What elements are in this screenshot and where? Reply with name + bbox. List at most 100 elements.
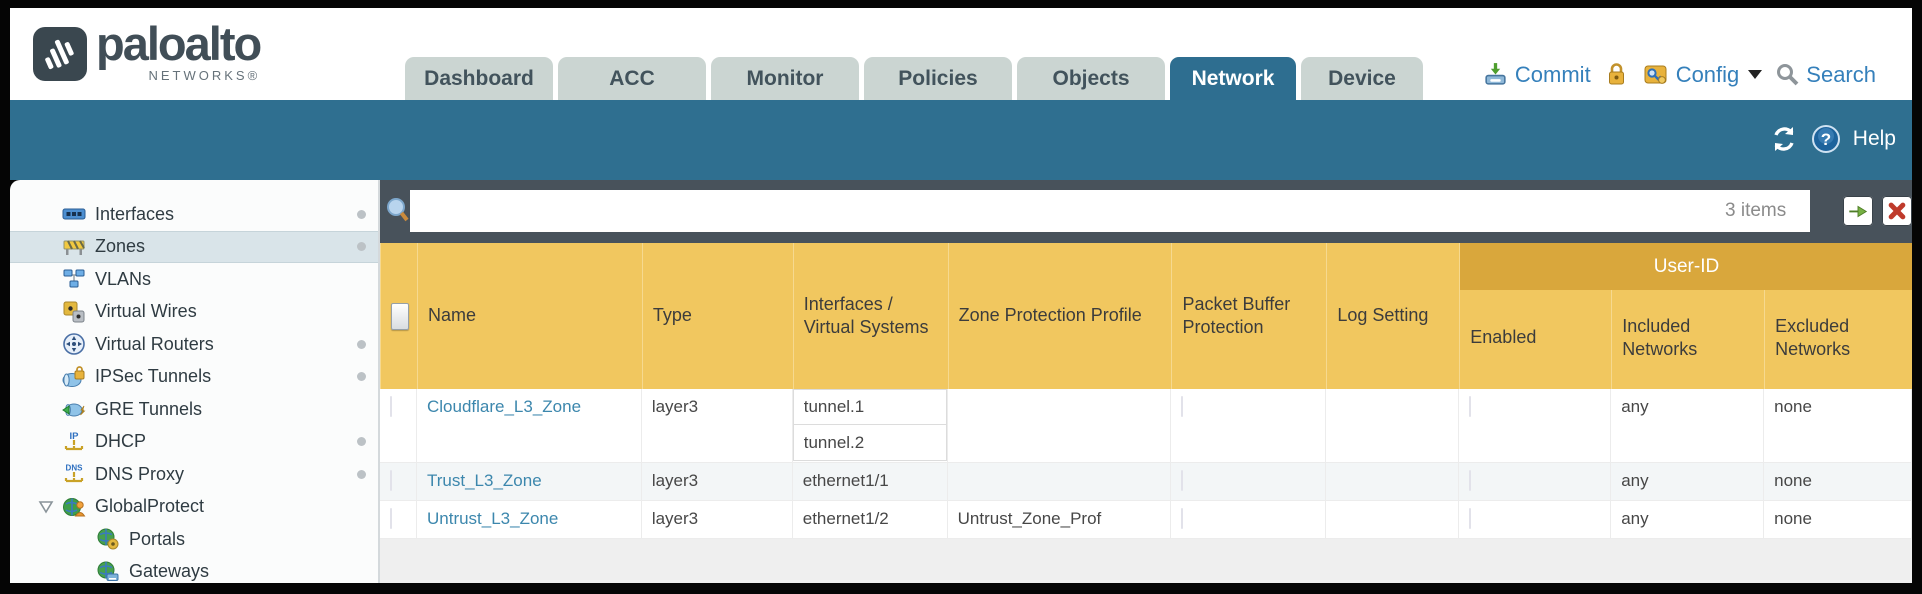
sub-header-band: ? Help xyxy=(10,100,1912,180)
tab-dashboard[interactable]: Dashboard xyxy=(405,57,553,100)
refresh-icon[interactable] xyxy=(1769,124,1799,154)
clear-filter-button[interactable] xyxy=(1882,196,1912,226)
svg-text:?: ? xyxy=(1821,130,1831,149)
enabled-checkbox[interactable] xyxy=(1469,508,1472,529)
commit-button[interactable]: Commit xyxy=(1482,61,1591,88)
paloalto-logo: paloalto NETWORKS® xyxy=(32,17,262,82)
enabled-checkbox[interactable] xyxy=(1469,470,1472,491)
tab-policies[interactable]: Policies xyxy=(864,57,1012,100)
column-header-name[interactable]: Name xyxy=(417,243,642,389)
config-icon xyxy=(1644,65,1667,84)
sidebar-item-gateways[interactable]: Gateways xyxy=(10,556,378,584)
sidebar-item-virtual-wires[interactable]: Virtual Wires xyxy=(10,296,378,329)
config-menu[interactable]: Config xyxy=(1642,61,1763,88)
table-row: Cloudflare_L3_Zone layer3 tunnel.1 tunne… xyxy=(380,389,1913,463)
column-header-enabled[interactable]: Enabled xyxy=(1459,243,1611,389)
zone-filter-input[interactable] xyxy=(410,190,1810,232)
excluded-networks: none xyxy=(1764,501,1913,538)
vlans-icon xyxy=(63,269,85,288)
red-x-icon xyxy=(1888,202,1906,220)
column-header-packet-buffer-protection[interactable]: Packet Buffer Protection xyxy=(1171,243,1326,389)
sidebar-item-ipsec-tunnels[interactable]: IPSec Tunnels xyxy=(10,361,378,394)
sidebar-item-vlans[interactable]: VLANs xyxy=(10,263,378,296)
sidebar-item-zones[interactable]: Zones xyxy=(10,230,378,263)
sidebar-item-dhcp[interactable]: IP DHCP xyxy=(10,426,378,459)
status-dot xyxy=(357,469,366,479)
dhcp-icon: IP xyxy=(64,431,84,450)
zone-interfaces[interactable]: ethernet1/2 xyxy=(793,501,948,538)
column-header-included-networks[interactable]: Included Networks xyxy=(1611,243,1764,389)
tab-acc[interactable]: ACC xyxy=(558,57,706,100)
sidebar-item-gre-tunnels[interactable]: GRE Tunnels xyxy=(10,393,378,426)
packet-buffer-checkbox[interactable] xyxy=(1181,470,1184,491)
column-header-type[interactable]: Type xyxy=(641,243,793,389)
sidebar-item-label: IPSec Tunnels xyxy=(95,366,212,387)
sidebar-item-interfaces[interactable]: Interfaces xyxy=(10,198,378,231)
column-header-excluded-networks[interactable]: Excluded Networks xyxy=(1764,243,1912,389)
commit-icon xyxy=(1485,63,1506,85)
sidebar-item-label: Interfaces xyxy=(95,203,175,224)
help-icon[interactable]: ? xyxy=(1811,124,1841,154)
gre-tunnels-icon xyxy=(62,403,86,417)
interfaces-icon xyxy=(62,208,86,220)
network-sidebar: Interfaces Zones VLANs Virtual Wires xyxy=(10,180,380,583)
tab-monitor[interactable]: Monitor xyxy=(711,57,859,100)
svg-text:DNS: DNS xyxy=(66,464,84,473)
column-header-zone-protection-profile[interactable]: Zone Protection Profile xyxy=(947,243,1172,389)
expand-triangle-icon[interactable] xyxy=(38,499,54,515)
select-all-checkbox[interactable] xyxy=(391,302,409,330)
status-dot xyxy=(357,437,366,447)
lock-icon[interactable] xyxy=(1604,61,1629,88)
tab-objects[interactable]: Objects xyxy=(1017,57,1165,100)
sidebar-item-globalprotect[interactable]: GlobalProtect xyxy=(10,491,378,524)
zone-name-link[interactable]: Untrust_L3_Zone xyxy=(417,501,642,538)
sidebar-item-virtual-routers[interactable]: Virtual Routers xyxy=(10,328,378,361)
row-checkbox[interactable] xyxy=(390,470,392,491)
status-dot xyxy=(357,209,366,219)
virtual-wires-icon xyxy=(63,301,85,323)
sidebar-item-label: DNS Proxy xyxy=(95,463,185,484)
zones-table: User-ID Name Type Interfaces / Virtual S… xyxy=(380,243,1913,539)
svg-text:IP: IP xyxy=(70,431,80,442)
row-checkbox[interactable] xyxy=(390,508,392,529)
items-count: 3 items xyxy=(1725,200,1787,221)
search-button[interactable]: Search xyxy=(1775,62,1876,88)
brand-name: paloalto xyxy=(96,17,262,70)
status-dot xyxy=(357,372,366,382)
packet-buffer-checkbox[interactable] xyxy=(1181,396,1184,417)
zone-protection-profile xyxy=(948,389,1172,462)
column-header-log-setting[interactable]: Log Setting xyxy=(1326,243,1459,389)
search-icon xyxy=(1777,64,1799,86)
chevron-down-icon xyxy=(1748,70,1763,79)
included-networks: any xyxy=(1611,463,1765,500)
zone-type: layer3 xyxy=(642,501,793,538)
zone-name-link[interactable]: Trust_L3_Zone xyxy=(417,463,642,500)
table-row: Untrust_L3_Zone layer3 ethernet1/2 Untru… xyxy=(380,501,1913,539)
sidebar-item-dns-proxy[interactable]: DNS DNS Proxy xyxy=(10,458,378,491)
row-checkbox-cell xyxy=(380,389,417,462)
zone-name-link[interactable]: Cloudflare_L3_Zone xyxy=(417,389,642,462)
row-checkbox-cell xyxy=(380,463,417,500)
portals-icon xyxy=(97,528,119,550)
sidebar-item-portals[interactable]: Portals xyxy=(10,523,378,556)
green-arrow-icon xyxy=(1849,205,1868,218)
sidebar-item-label: Zones xyxy=(95,236,146,257)
interface-item[interactable]: tunnel.2 xyxy=(792,425,947,461)
enabled-checkbox[interactable] xyxy=(1469,396,1472,417)
sidebar-item-label: Virtual Routers xyxy=(95,333,214,354)
row-checkbox[interactable] xyxy=(390,396,392,417)
zone-interfaces[interactable]: ethernet1/1 xyxy=(793,463,948,500)
commit-label: Commit xyxy=(1514,61,1591,87)
main-panel: 3 items User-ID Name Type Interfaces / V… xyxy=(380,180,1913,583)
packet-buffer-checkbox[interactable] xyxy=(1181,508,1184,529)
zones-icon xyxy=(63,240,85,255)
sidebar-item-label: VLANs xyxy=(95,268,152,289)
interface-item[interactable]: tunnel.1 xyxy=(792,389,947,425)
log-setting xyxy=(1326,463,1460,500)
log-setting xyxy=(1326,501,1460,538)
column-header-interfaces[interactable]: Interfaces / Virtual Systems xyxy=(792,243,948,389)
apply-filter-button[interactable] xyxy=(1843,196,1873,226)
tab-network[interactable]: Network xyxy=(1170,57,1296,100)
tab-device[interactable]: Device xyxy=(1301,57,1423,100)
app-header: paloalto NETWORKS® Dashboard ACC Monitor… xyxy=(10,8,1912,100)
